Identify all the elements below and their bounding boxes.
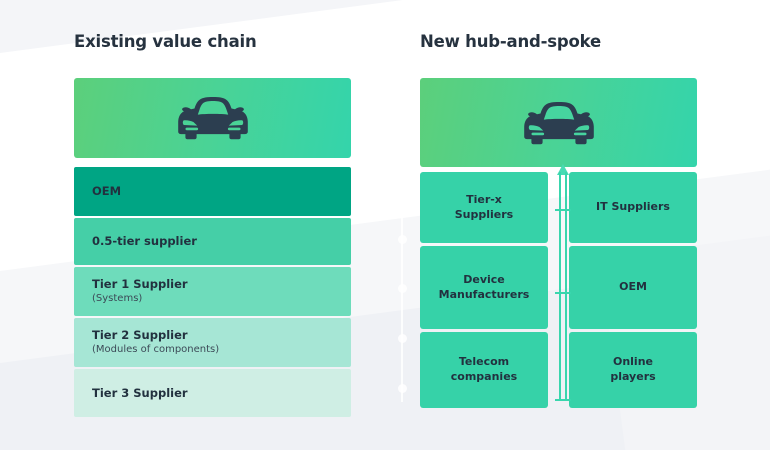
tier-title: Tier 3 Supplier bbox=[92, 385, 188, 400]
car-front-icon bbox=[174, 93, 252, 143]
hub-cell-label: OEM bbox=[619, 280, 647, 294]
arrow-up-icon bbox=[397, 144, 407, 155]
tier-title: Tier 2 Supplier bbox=[92, 328, 188, 343]
hub-cell[interactable]: Telecom companies bbox=[420, 332, 548, 408]
tier-row[interactable]: Tier 1 Supplier (Systems) bbox=[74, 267, 351, 316]
arrow-node-dot bbox=[397, 185, 407, 194]
hub-cell[interactable]: Device Manufacturers bbox=[420, 246, 548, 329]
hub-cell-label: Device Manufacturers bbox=[438, 272, 530, 301]
existing-hero-banner bbox=[74, 78, 351, 158]
arrow-node-dot bbox=[397, 384, 407, 393]
hub-cell[interactable]: Online players bbox=[569, 332, 697, 408]
car-front-icon bbox=[520, 98, 598, 148]
hub-cell[interactable]: Tier-x Suppliers bbox=[420, 172, 548, 243]
arrow-node-dot bbox=[397, 235, 407, 244]
existing-value-chain-panel: Existing value chain OEM 0.5-tier suppli… bbox=[64, 0, 407, 450]
page-title-hub: New hub-and-spoke bbox=[420, 32, 601, 51]
hub-and-spoke-panel: New hub-and-spoke Tier-x Suppliers IT Su… bbox=[410, 0, 720, 450]
hub-cell-label: IT Suppliers bbox=[596, 200, 670, 214]
tier-title: OEM bbox=[92, 184, 122, 199]
arrow-shaft bbox=[401, 154, 403, 402]
hub-cell-label: Telecom companies bbox=[450, 355, 518, 383]
tier-subtitle: (Modules of components) bbox=[92, 344, 220, 356]
tier-row[interactable]: OEM bbox=[74, 167, 351, 216]
hub-cell-label: Online players bbox=[610, 355, 656, 383]
hub-cell-label: Tier-x Suppliers bbox=[454, 192, 514, 221]
tier-row[interactable]: 0.5-tier supplier bbox=[74, 218, 351, 265]
hub-cell[interactable]: IT Suppliers bbox=[569, 172, 697, 243]
tier-title: 0.5-tier supplier bbox=[92, 234, 197, 249]
hub-cell[interactable]: OEM bbox=[569, 246, 697, 329]
tier-title: Tier 1 Supplier bbox=[92, 277, 188, 292]
value-flow-arrow bbox=[395, 144, 409, 409]
hub-hero-banner bbox=[420, 78, 697, 167]
hub-cell-grid: Tier-x Suppliers IT Suppliers Device Man… bbox=[420, 172, 697, 408]
tier-row[interactable]: Tier 3 Supplier bbox=[74, 369, 351, 417]
arrow-node-dot bbox=[397, 334, 407, 343]
page-title-existing: Existing value chain bbox=[74, 32, 257, 51]
tier-subtitle: (Systems) bbox=[92, 293, 143, 305]
tier-row[interactable]: Tier 2 Supplier (Modules of components) bbox=[74, 318, 351, 367]
arrow-node-dot bbox=[397, 284, 407, 293]
tier-stack: OEM 0.5-tier supplier Tier 1 Supplier (S… bbox=[74, 167, 351, 419]
